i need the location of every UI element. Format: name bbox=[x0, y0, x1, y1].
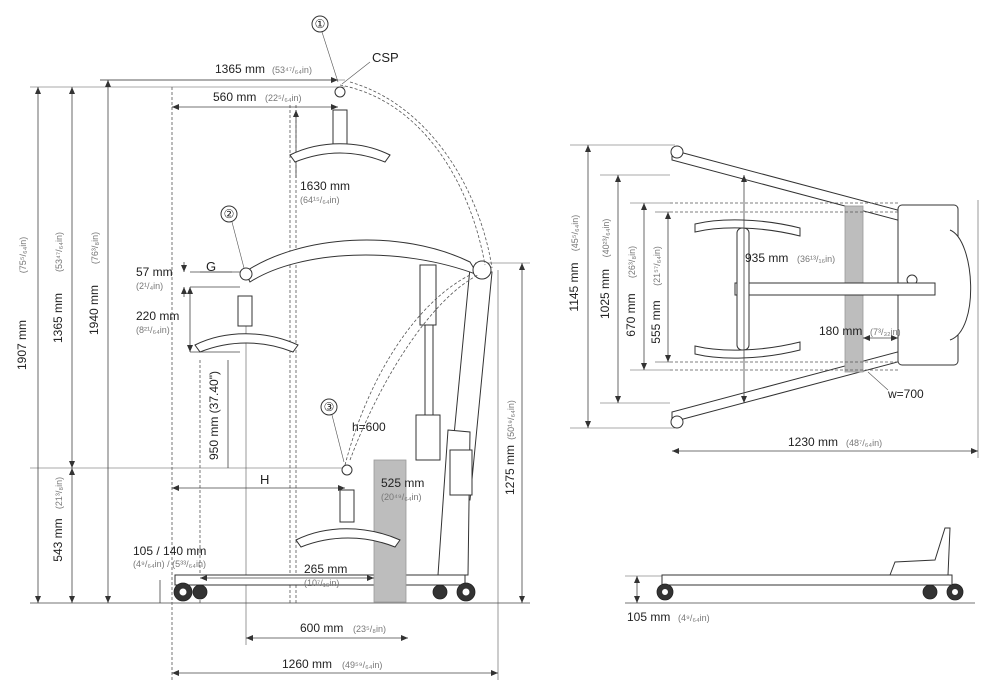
width-1145-inch: (45⁵/₆₄in) bbox=[570, 215, 580, 252]
dim-935-label: 935 mm bbox=[745, 251, 788, 265]
height-1940-inch: (76³/₈in) bbox=[90, 232, 100, 264]
h-label: H bbox=[260, 472, 269, 487]
width-1025-label: 1025 mm bbox=[598, 269, 612, 319]
width-555-inch: (21⁵⁷/₆₄in) bbox=[652, 246, 662, 286]
g-dim-inch: (2¹/₄in) bbox=[136, 281, 163, 291]
side-view: ① ② ③ CSP 1365 mm (53⁴⁷/₆₄in) 560 mm (22… bbox=[15, 15, 530, 680]
dim-180-inch: (7³/₃₂in) bbox=[870, 327, 901, 337]
spreader-reach-inch: (22⁵/₆₄in) bbox=[265, 93, 302, 103]
dim-525-inch: (20⁴⁹/₆₄in) bbox=[381, 492, 422, 502]
height-1907-inch: (75⁵/₆₄in) bbox=[18, 237, 28, 274]
bottom-105-label: 105 mm bbox=[627, 610, 670, 624]
height-1365-inch: (53⁴⁷/₆₄in) bbox=[54, 232, 64, 272]
width-1145-label: 1145 mm bbox=[567, 262, 581, 311]
top-reach-inch: (53⁴⁷/₆₄in) bbox=[272, 65, 312, 75]
dim-1260-label: 1260 mm bbox=[282, 657, 332, 671]
spreader-drop-label: 220 mm bbox=[136, 309, 179, 323]
dim-1230-inch: (48⁷/₆₄in) bbox=[846, 438, 882, 448]
h600-label: h=600 bbox=[352, 420, 386, 434]
dim-935-inch: (36¹³/₁₆in) bbox=[797, 254, 835, 264]
dim-1230-label: 1230 mm bbox=[788, 435, 838, 449]
bottom-105-inch: (4⁹/₆₄in) bbox=[678, 613, 710, 623]
dim-1260-inch: (49⁵⁹/₆₄in) bbox=[342, 660, 382, 670]
top-reach-label: 1365 mm bbox=[215, 62, 265, 76]
callout-1-label: ① bbox=[315, 17, 326, 31]
g-label: G bbox=[206, 259, 216, 274]
callout-3-icon bbox=[320, 398, 338, 416]
dim-525-label: 525 mm bbox=[381, 476, 424, 490]
vertical-950-label: 950 mm (37.40") bbox=[207, 371, 221, 460]
callout-3-label: ③ bbox=[324, 400, 335, 414]
callout-1-icon bbox=[311, 15, 329, 33]
height-543-inch: (21³/₈in) bbox=[54, 477, 64, 509]
top-view: 1145 mm (45⁵/₆₄in) 1025 mm (40²³/₆₄in) 6… bbox=[567, 144, 979, 458]
dim-180-label: 180 mm bbox=[819, 324, 862, 338]
height-1365-label: 1365 mm bbox=[51, 293, 65, 343]
callout-2-label: ② bbox=[224, 207, 235, 221]
height-1907-label: 1907 mm bbox=[15, 320, 29, 370]
height-543-label: 543 mm bbox=[51, 518, 65, 561]
dim-105-140-label: 105 / 140 mm bbox=[133, 544, 206, 558]
width-1025-inch: (40²³/₆₄in) bbox=[601, 219, 611, 258]
spreader-drop-inch: (8²¹/₆₄in) bbox=[136, 325, 170, 335]
callout-2-icon bbox=[220, 205, 238, 223]
height-1940-label: 1940 mm bbox=[87, 285, 101, 335]
dim-600-label: 600 mm bbox=[300, 621, 343, 635]
width-670-inch: (26³/₈in) bbox=[627, 246, 637, 278]
dim-600-inch: (23⁵/₈in) bbox=[353, 624, 386, 634]
csp-label: CSP bbox=[372, 50, 399, 65]
dim-105-140-inch: (4⁹/₆₄in) / (5³³/₆₄in) bbox=[133, 559, 206, 569]
lift-range-label: 1630 mm bbox=[300, 179, 350, 193]
dim-265-inch: (10⁷/₁₆in) bbox=[304, 578, 339, 588]
lift-range-inch: (64¹⁵/₆₄in) bbox=[300, 195, 340, 205]
w700-label: w=700 bbox=[887, 387, 924, 401]
height-1275-label: 1275 mm bbox=[503, 445, 517, 495]
spreader-reach-label: 560 mm bbox=[213, 90, 256, 104]
width-670-label: 670 mm bbox=[624, 293, 638, 336]
width-555-label: 555 mm bbox=[649, 300, 663, 343]
height-1275-inch: (50¹⁹/₆₄in) bbox=[506, 400, 516, 440]
bottom-view: 105 mm (4⁹/₆₄in) bbox=[625, 527, 975, 624]
dim-265-label: 265 mm bbox=[304, 562, 347, 576]
g-dim-label: 57 mm bbox=[136, 265, 173, 279]
